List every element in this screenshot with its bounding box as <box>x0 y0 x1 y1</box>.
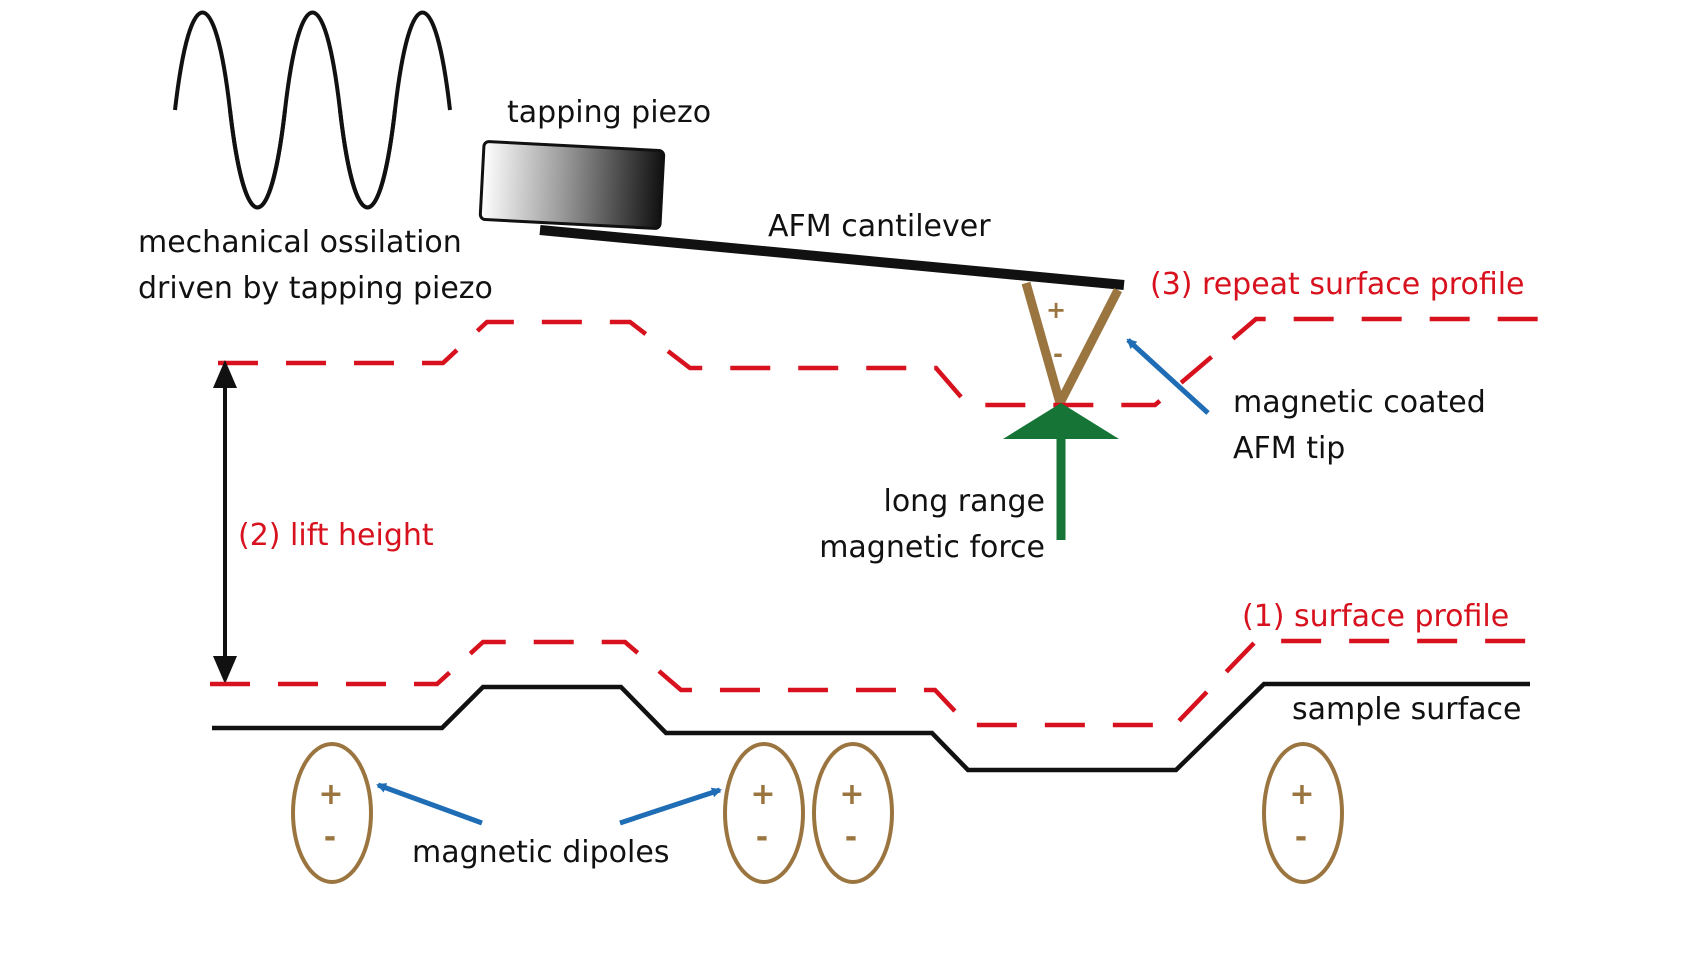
sample-surface-line <box>212 681 1530 773</box>
surface-profile-line <box>210 638 1530 728</box>
oscillation-wave-icon <box>173 10 452 210</box>
dipole-pointer-arrow-right <box>619 787 722 826</box>
magnetic-dipole-4: + - <box>1262 742 1344 884</box>
magnetic-dipole-3: + - <box>812 742 894 884</box>
force-label-line1: long range <box>883 484 1045 519</box>
dipole-pointer-arrow-left <box>376 782 483 826</box>
lift-height-arrow-icon <box>213 360 237 684</box>
dipole-minus: - <box>756 820 768 855</box>
repeat-surface-profile-line <box>218 316 1540 408</box>
oscillation-label-line2: driven by tapping piezo <box>138 271 493 306</box>
force-label-line2: magnetic force <box>819 530 1045 565</box>
tip-plus-sign: + <box>1046 296 1066 324</box>
dipole-plus: + <box>1289 777 1314 812</box>
surface-profile-label: (1) surface profile <box>1242 599 1509 634</box>
magnetic-tip-label-line2: AFM tip <box>1233 431 1345 466</box>
lift-height-label: (2) lift height <box>238 518 434 553</box>
magnetic-tip-label-line1: magnetic coated <box>1233 385 1486 420</box>
dipole-minus: - <box>845 820 857 855</box>
tip-pointer-arrow <box>1126 338 1210 415</box>
magnetic-dipole-2: + - <box>723 742 805 884</box>
tapping-piezo-label: tapping piezo <box>507 95 711 130</box>
dipole-minus: - <box>1295 820 1307 855</box>
afm-cantilever-label: AFM cantilever <box>768 209 991 244</box>
dipole-plus: + <box>839 777 864 812</box>
tip-minus-sign: - <box>1053 340 1063 368</box>
afm-tip-icon <box>1021 281 1123 416</box>
magnetic-force-arrow-icon <box>1003 403 1119 540</box>
dipole-plus: + <box>750 777 775 812</box>
magnetic-dipoles-label: magnetic dipoles <box>412 835 669 870</box>
tapping-piezo-block <box>478 140 666 230</box>
dipole-plus: + <box>318 777 343 812</box>
magnetic-dipole-1: + - <box>291 742 373 884</box>
repeat-surface-profile-label: (3) repeat surface profile <box>1150 267 1525 302</box>
dipole-minus: - <box>324 820 336 855</box>
sample-surface-label: sample surface <box>1292 692 1521 727</box>
oscillation-label-line1: mechanical ossilation <box>138 225 462 260</box>
afm-cantilever-beam <box>539 225 1125 290</box>
